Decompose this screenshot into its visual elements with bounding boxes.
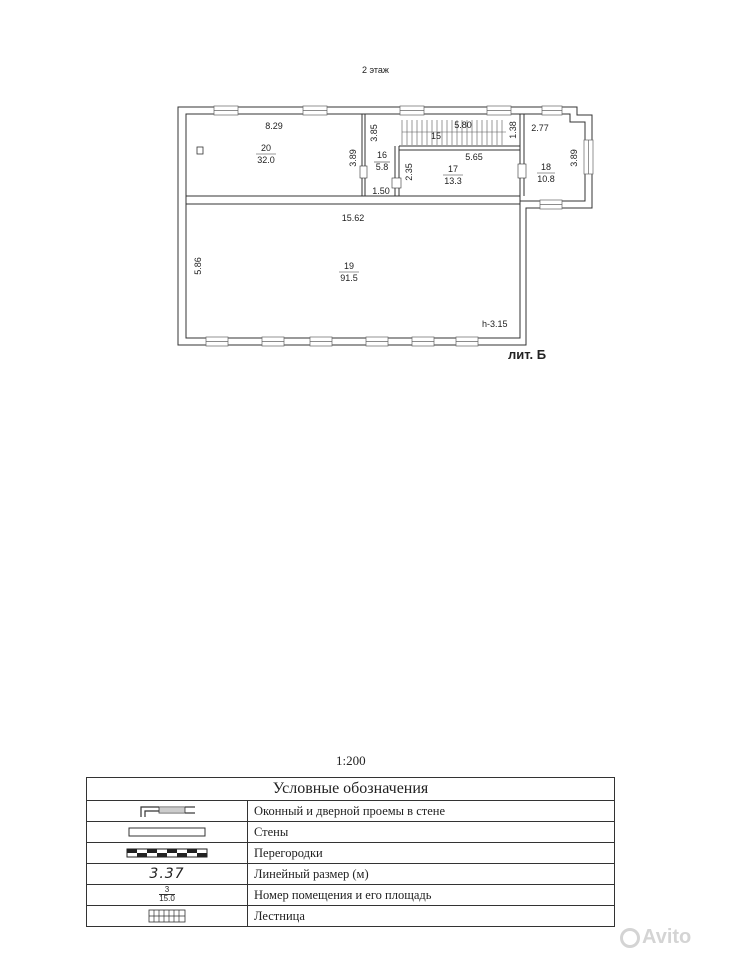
dim-15-62: 15.62	[342, 213, 365, 223]
dim-2-35: 2.35	[404, 163, 414, 181]
legend-row-staircase: Лестница	[86, 905, 615, 927]
avito-logo-icon	[620, 927, 640, 948]
legend-row-partitions: Перегородки	[86, 842, 615, 864]
legend-row-dimension: 3.37 Линейный размер (м)	[86, 863, 615, 885]
legend-label-dimension: Линейный размер (м)	[247, 863, 615, 885]
legend-row-walls: Стены	[86, 821, 615, 843]
bottom-windows	[205, 199, 563, 347]
legend-label-partitions: Перегородки	[247, 842, 615, 864]
ceiling-height: h-3.15	[482, 319, 508, 329]
window-door-opening-symbol	[86, 800, 248, 822]
wall-symbol	[86, 821, 248, 843]
dim-5-80: 5.80	[454, 120, 472, 130]
legend-label-openings: Оконный и дверной проемы в стене	[247, 800, 615, 822]
dim-3-85: 3.85	[369, 124, 379, 142]
room-16-area: 5.8	[376, 162, 389, 172]
dimension-sample: 3.37	[86, 863, 248, 885]
avito-watermark: Avito	[620, 926, 691, 949]
room-number-area-sample: 3 15.0	[86, 884, 248, 906]
room-16-number: 16	[377, 150, 387, 160]
area-underlines	[256, 153, 555, 273]
dim-8-29: 8.29	[265, 121, 283, 131]
staircase-symbol	[86, 905, 248, 927]
partitions	[185, 114, 525, 205]
legend-row-openings: Оконный и дверной проемы в стене	[86, 800, 615, 822]
legend-label-staircase: Лестница	[247, 905, 615, 927]
floor-title: 2 этаж	[362, 65, 389, 75]
legend-label-walls: Стены	[247, 821, 615, 843]
legend-label-room-number: Номер помещения и его площадь	[247, 884, 615, 906]
partition-symbol	[86, 842, 248, 864]
scale-label: 1:200	[336, 753, 366, 768]
room-15-number: 15	[431, 131, 441, 141]
room-17-number: 17	[448, 164, 458, 174]
room-20-number: 20	[261, 143, 271, 153]
room-19-number: 19	[344, 261, 354, 271]
legend-row-room-number: 3 15.0 Номер помещения и его площадь	[86, 884, 615, 906]
dim-5-86: 5.86	[193, 257, 203, 275]
room-19-area: 91.5	[340, 273, 358, 283]
column-marker	[196, 146, 204, 155]
outer-walls	[177, 106, 593, 346]
right-window	[583, 139, 594, 175]
dim-1-50: 1.50	[372, 186, 390, 196]
staircase	[401, 120, 506, 145]
room-20-area: 32.0	[257, 155, 275, 165]
legend-title: Условные обозначения	[86, 777, 615, 801]
doors	[359, 163, 527, 189]
dim-1-38: 1.38	[508, 121, 518, 139]
dim-3-89-right: 3.89	[569, 149, 579, 167]
room-18-area: 10.8	[537, 174, 555, 184]
dim-5-65: 5.65	[465, 152, 483, 162]
building-label: лит. Б	[508, 347, 546, 362]
room-17-area: 13.3	[444, 176, 462, 186]
floor-plan: 2 этаж	[177, 65, 594, 362]
dim-3-89-left: 3.89	[348, 149, 358, 167]
legend-table: Условные обозначения Оконный и дверной п…	[86, 777, 615, 927]
dim-2-77: 2.77	[531, 123, 549, 133]
top-windows	[213, 105, 563, 116]
room-18-number: 18	[541, 162, 551, 172]
